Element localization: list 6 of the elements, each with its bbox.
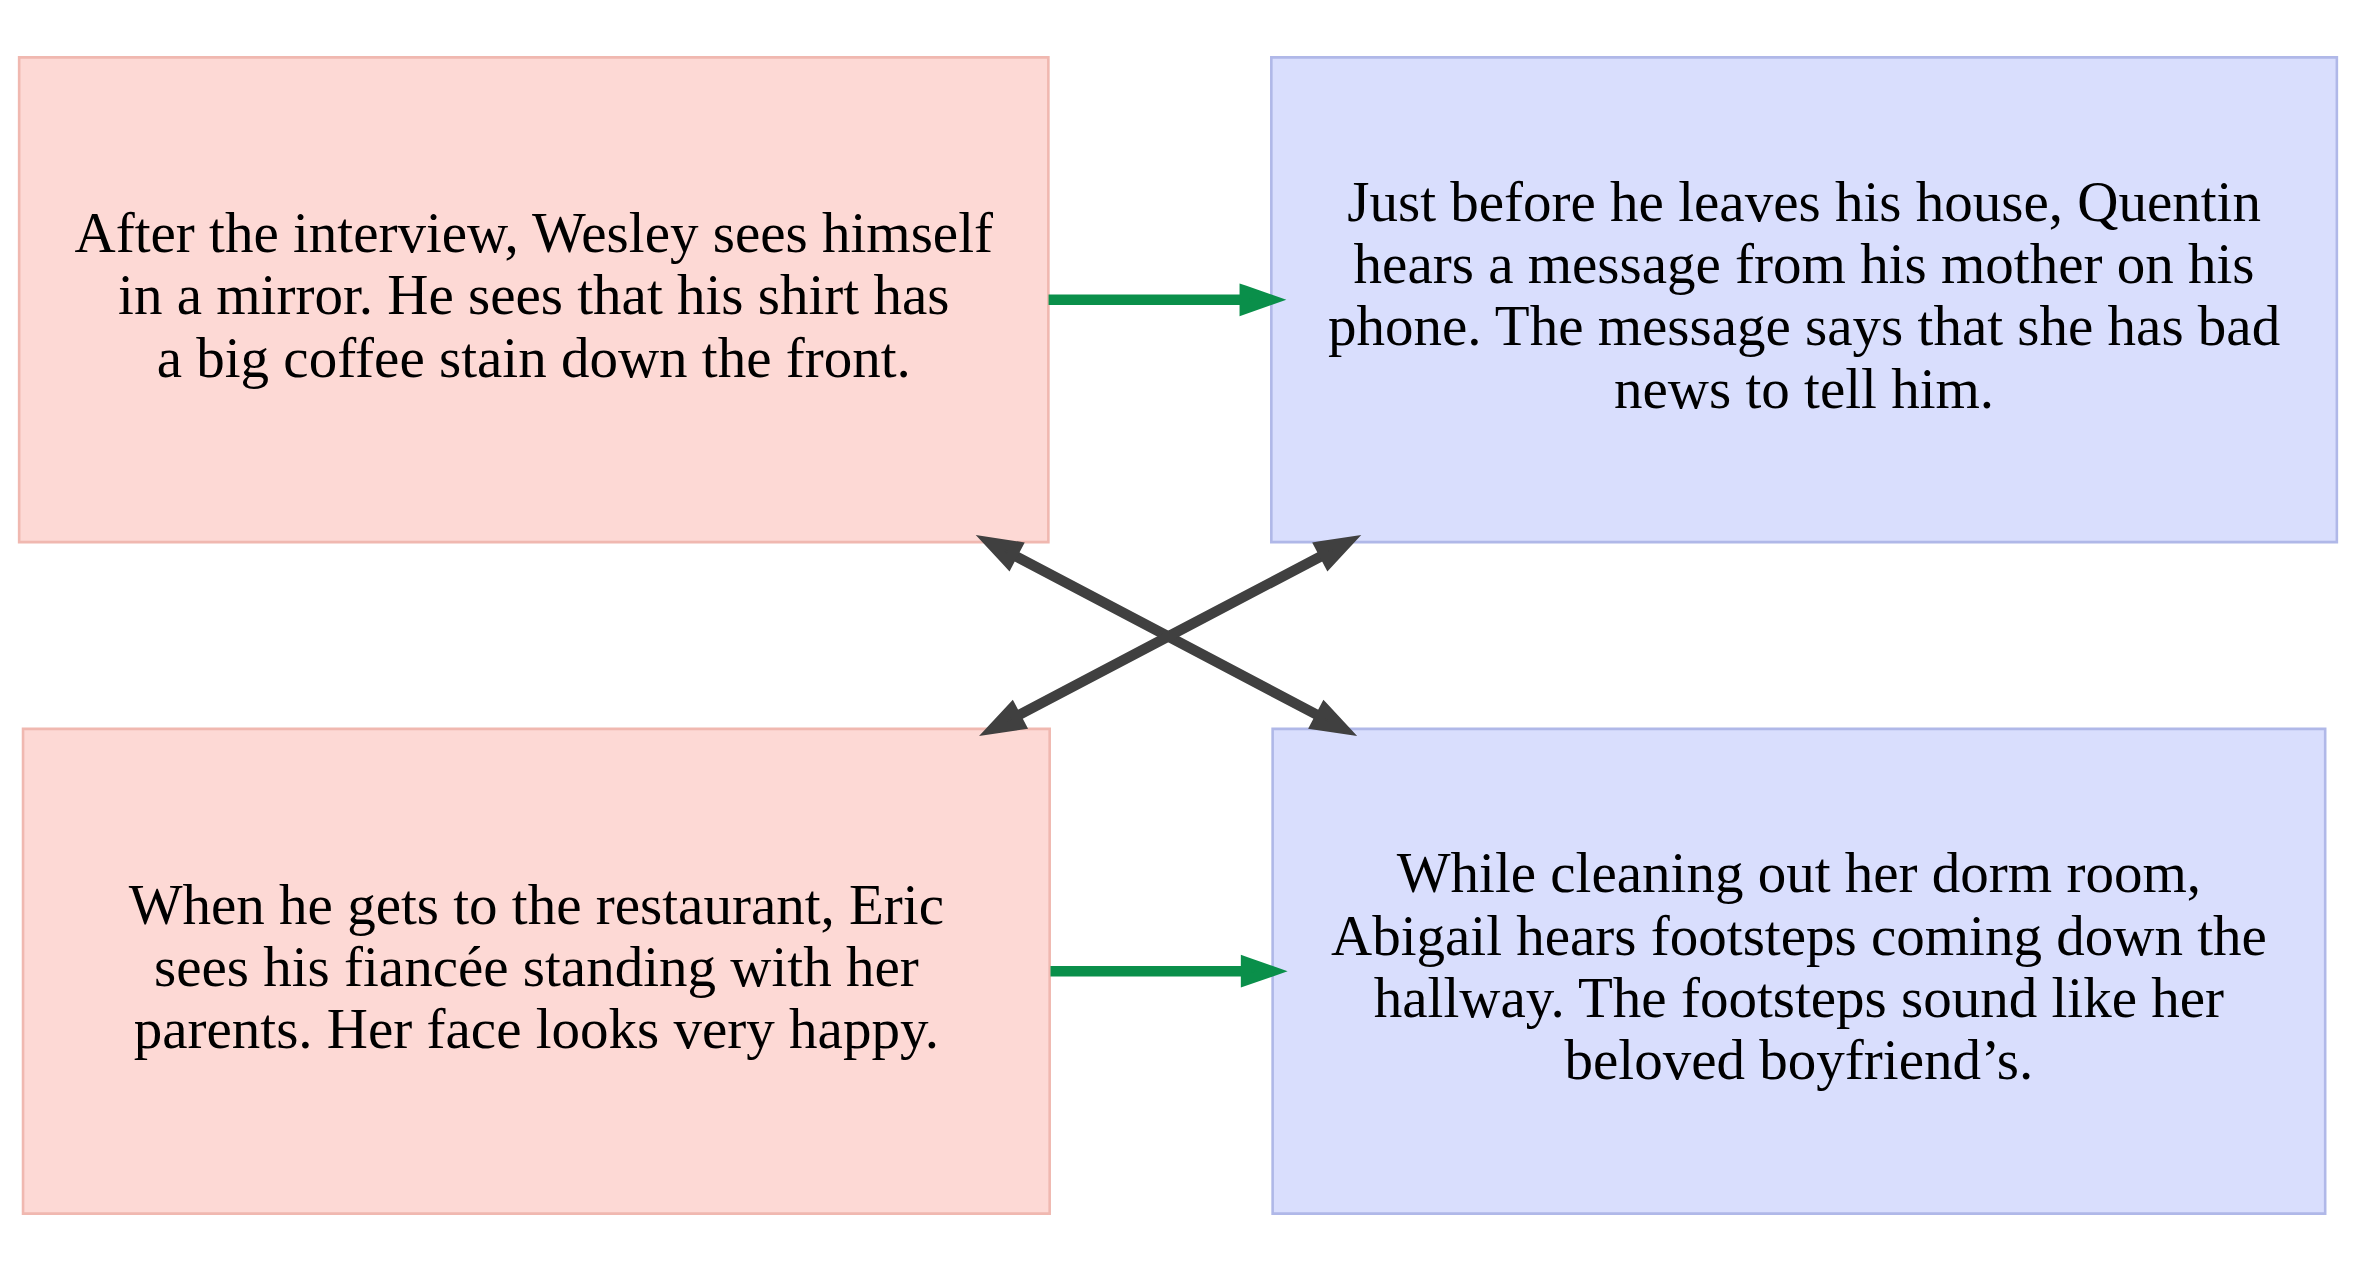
node-box: After the interview, Wesley sees himself in a mirror. He sees that his shirt has a big coffee stain down the front. <box>17 55 1050 543</box>
node-box: When he gets to the restaurant, Eric sees his fiancée standing with her parents. Her face looks very happy. <box>21 727 1051 1215</box>
node-box: Just before he leaves his house, Quentin hears a message from his mother on his phone. The message says that she has bad news to tell him. <box>1270 55 2339 543</box>
arrow <box>1048 282 1287 316</box>
arrow <box>1050 954 1288 988</box>
node-box: While cleaning out her dorm room, Abigail hears footsteps coming down the hallway. The footsteps sound like her beloved boyfriend’s. <box>1271 727 2327 1215</box>
